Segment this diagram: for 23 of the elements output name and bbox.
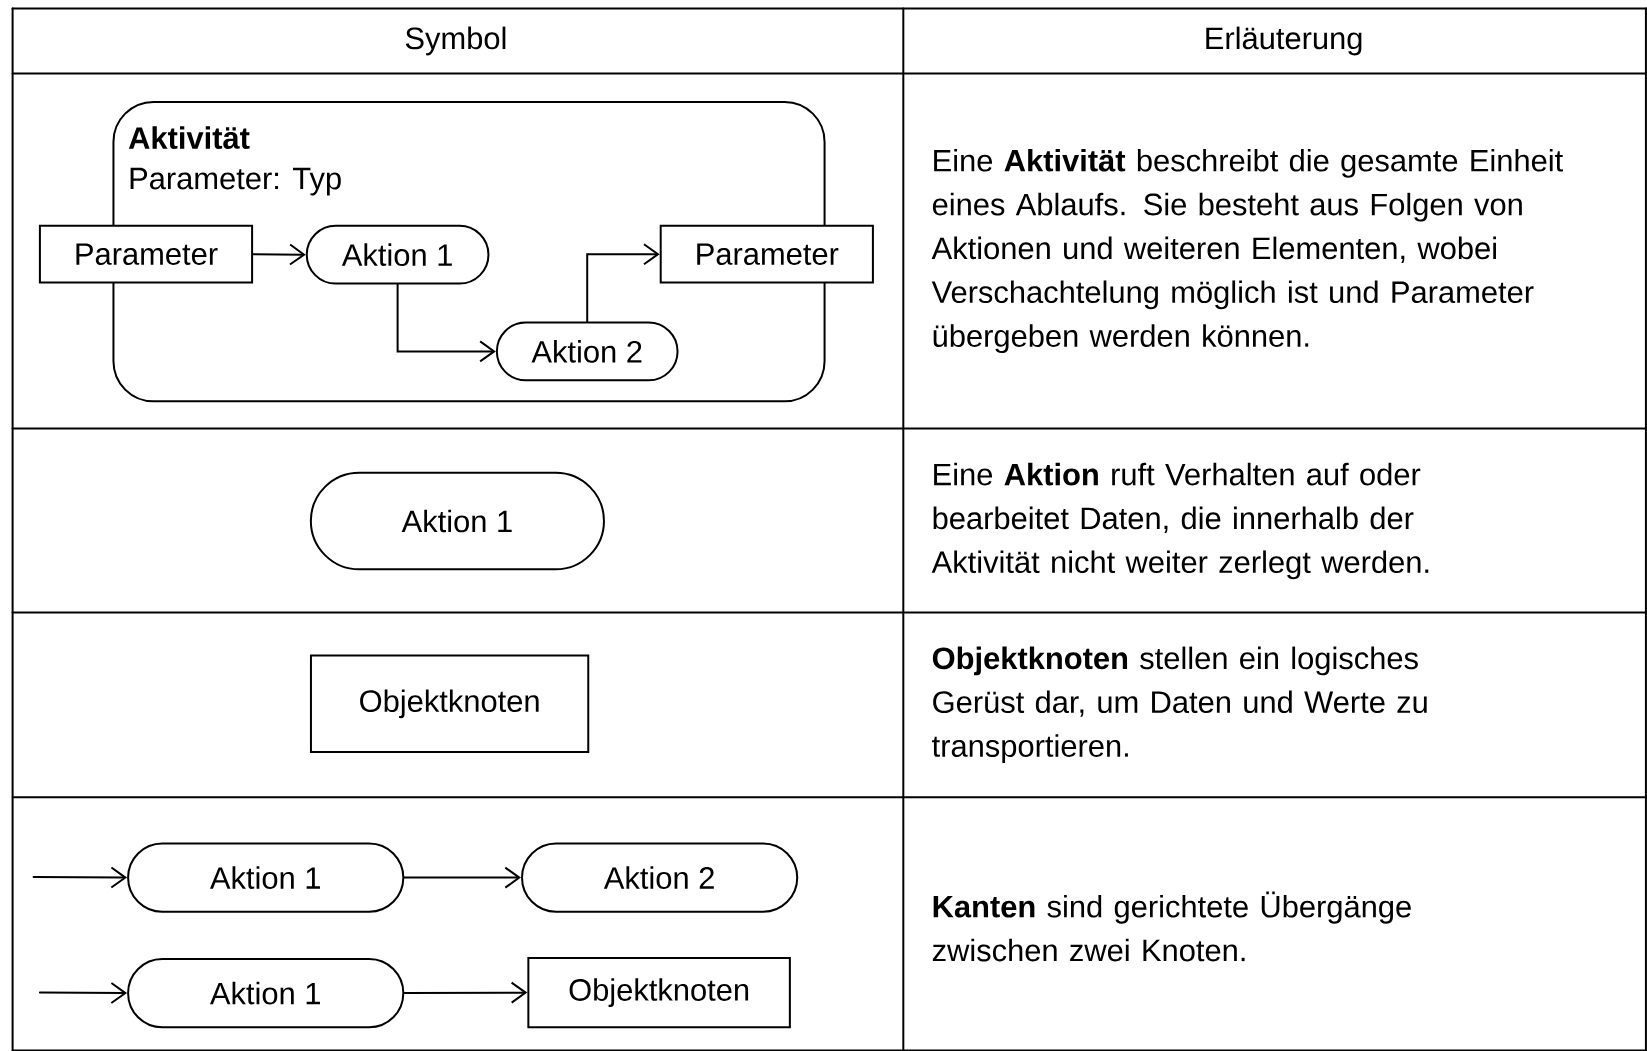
arrow — [32, 866, 128, 889]
action-box: Aktion 2 — [495, 321, 679, 382]
action-box: Aktion 1 — [309, 471, 605, 571]
column-header: Symbol — [405, 26, 506, 56]
object-node-box: Parameter — [38, 224, 254, 284]
description-text: Eine Aktion ruft Verhalten auf oder bearbeitet Daten, die innerhalb der Aktivität nicht weiter zerlegt werden. — [931, 462, 1429, 580]
arrow — [403, 981, 528, 1004]
column-header: Erläuterung — [1206, 26, 1362, 56]
action-box: Aktion 1 — [127, 842, 405, 913]
description-text: Eine Aktivität beschreibt die gesamte Einheit eines Ablaufs. Sie besteht aus Folgen von Aktionen und weiteren Elementen, wobei Verschachtelung möglich ist und Parameter übergeben werden können. — [931, 148, 1563, 354]
arrow — [252, 243, 306, 266]
arrow — [396, 283, 496, 363]
action-box: Aktion 1 — [305, 224, 490, 285]
object-node-box: Parameter — [659, 224, 874, 284]
arrow — [38, 982, 128, 1004]
arrow — [586, 243, 660, 323]
action-box: Aktion 2 — [521, 842, 799, 913]
action-box: Aktion 1 — [127, 957, 405, 1029]
arrow — [403, 866, 521, 889]
object-node-box: Objektknoten — [527, 956, 791, 1029]
description-text: Objektknoten stellen ein logisches Gerüst dar, um Daten und Werte zu transportieren. — [932, 646, 1427, 764]
description-text: Kanten sind gerichtete Übergänge zwischen zwei Knoten. — [932, 891, 1411, 962]
object-node-box: Objektknoten — [309, 654, 590, 754]
